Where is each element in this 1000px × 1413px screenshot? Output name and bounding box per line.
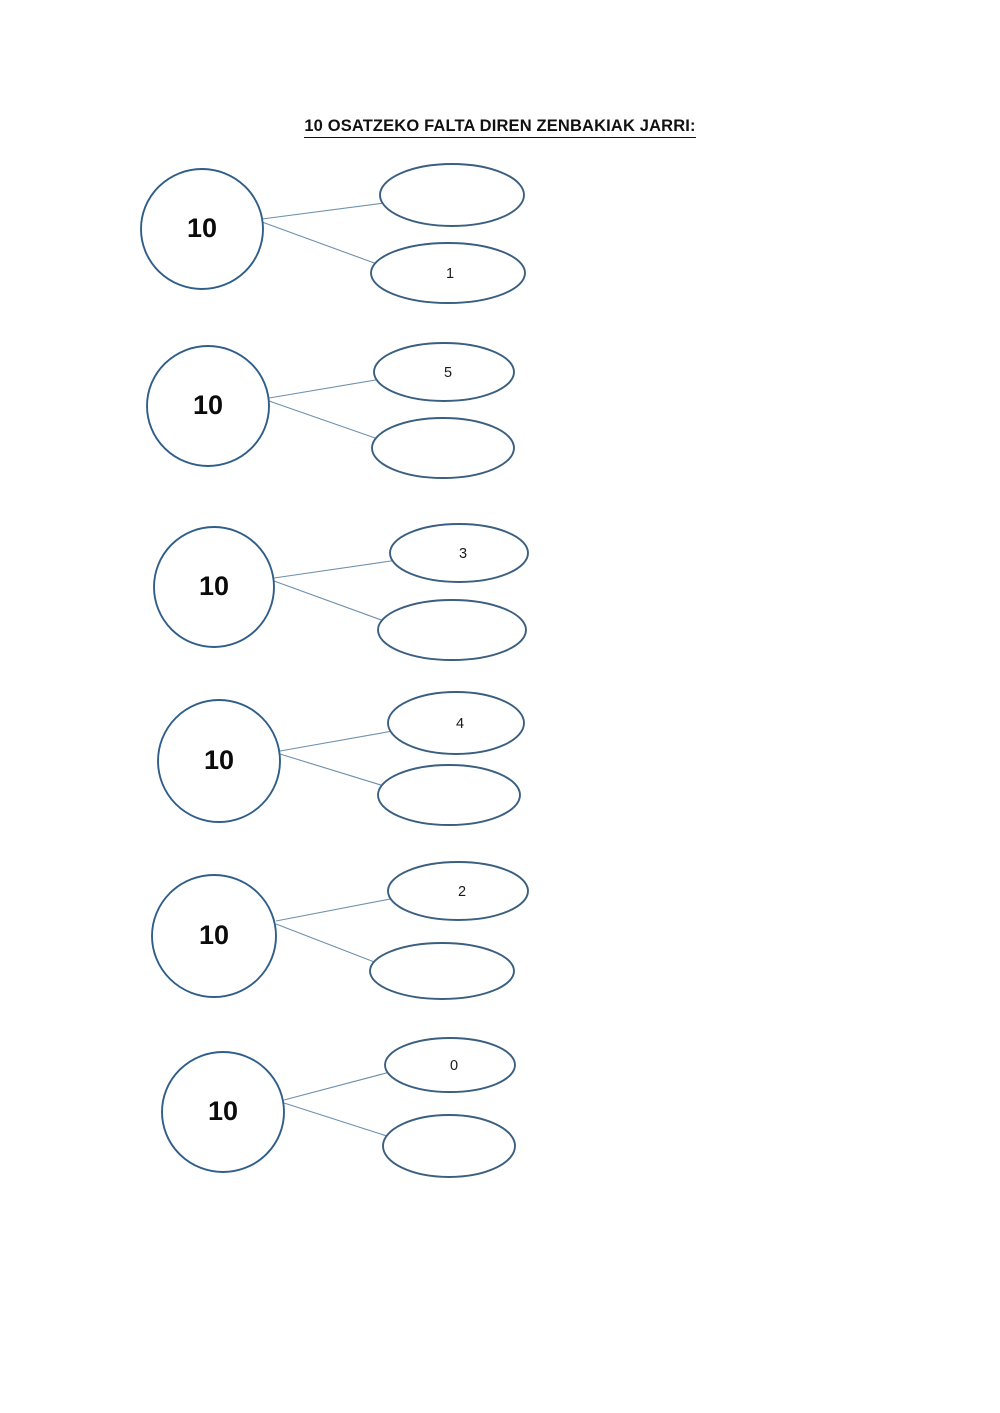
whole-circle (146, 345, 270, 467)
part-ellipse-bottom[interactable] (377, 764, 521, 826)
part-number-top-label: 3 (459, 546, 467, 562)
part-ellipse-bottom[interactable] (370, 242, 526, 304)
connector-line-top (268, 378, 381, 399)
part-ellipse-top[interactable] (384, 1037, 516, 1093)
connector-line-bottom (273, 580, 385, 622)
part-ellipse-bottom[interactable] (377, 599, 527, 661)
number-bond-row: 10 1 (140, 163, 526, 304)
number-bond-row: 10 3 (153, 523, 529, 661)
whole-number-label: 10 (199, 571, 229, 601)
number-bond-row: 10 0 (161, 1037, 516, 1178)
part-number-top-label: 5 (444, 365, 452, 381)
part-number-bottom-label: 1 (446, 266, 454, 282)
whole-number-label: 10 (187, 213, 217, 243)
connector-line-bottom (261, 221, 378, 265)
connector-line-top (275, 897, 395, 922)
part-number-top-label: 0 (450, 1058, 458, 1074)
page-title: 10 OSATZEKO FALTA DIREN ZENBAKIAK JARRI: (0, 117, 1000, 138)
part-ellipse-top[interactable] (379, 163, 525, 227)
part-ellipse-bottom[interactable] (371, 417, 515, 479)
part-number-top-label: 2 (458, 884, 466, 900)
connector-line-top (279, 730, 395, 752)
whole-number-label: 10 (193, 390, 223, 420)
whole-circle (140, 168, 264, 290)
part-ellipse-top[interactable] (387, 691, 525, 755)
connector-line-top (261, 202, 387, 220)
part-ellipse-top[interactable] (389, 523, 529, 583)
connector-line-top (273, 559, 397, 579)
part-ellipse-bottom[interactable] (369, 942, 515, 1000)
connector-line-top (283, 1071, 392, 1101)
page-title-text: 10 OSATZEKO FALTA DIREN ZENBAKIAK JARRI: (304, 117, 696, 138)
connector-line-bottom (279, 753, 385, 787)
whole-number-label: 10 (199, 920, 229, 950)
whole-circle (157, 699, 281, 823)
connector-line-bottom (268, 400, 379, 440)
whole-circle (161, 1051, 285, 1173)
number-bond-row: 10 2 (151, 861, 529, 1000)
connector-line-bottom (275, 923, 377, 964)
number-bond-row: 10 4 (157, 691, 525, 826)
part-ellipse-top[interactable] (387, 861, 529, 921)
number-bond-row: 10 5 (146, 342, 515, 479)
part-number-top-label: 4 (456, 716, 464, 732)
part-ellipse-top[interactable] (373, 342, 515, 402)
whole-circle (153, 526, 275, 648)
whole-circle (151, 874, 277, 998)
connector-line-bottom (283, 1102, 390, 1138)
part-ellipse-bottom[interactable] (382, 1114, 516, 1178)
whole-number-label: 10 (208, 1096, 238, 1126)
whole-number-label: 10 (204, 745, 234, 775)
